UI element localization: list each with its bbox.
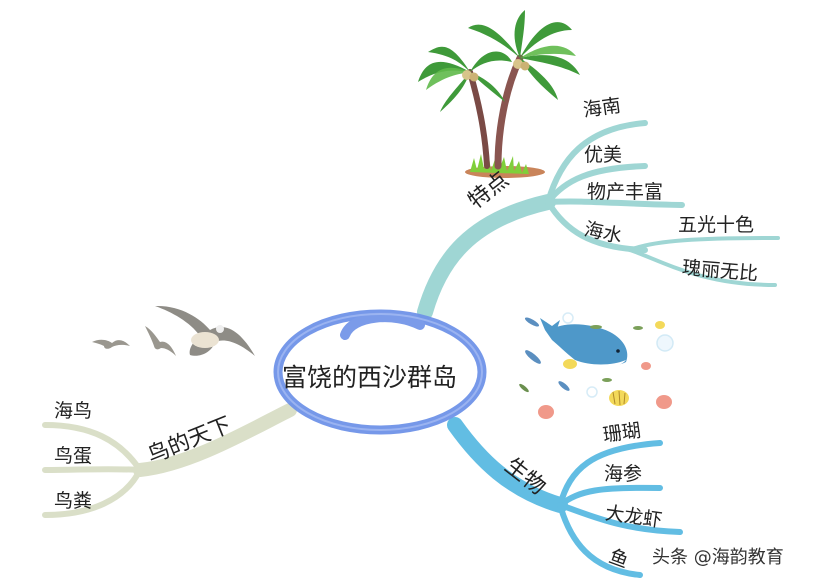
- birds-item-niaodan[interactable]: 鸟蛋: [54, 445, 93, 467]
- features-branch-lines: [417, 120, 780, 320]
- features-item-wuchan[interactable]: 物产丰富: [587, 181, 664, 203]
- source-watermark: 头条 @海韵教育: [652, 547, 784, 568]
- birds-item-niaofen[interactable]: 鸟粪: [54, 490, 93, 512]
- palm-trees-illustration: [418, 10, 580, 178]
- center-node-ring: [273, 309, 487, 435]
- creatures-item-shanhu[interactable]: 珊瑚: [601, 419, 643, 447]
- features-item-youmei[interactable]: 优美: [584, 144, 623, 166]
- creatures-branch-lines: [447, 417, 683, 578]
- whale-and-fish-illustration: [519, 312, 674, 419]
- center-node-title[interactable]: 富饶的西沙群岛: [282, 363, 458, 392]
- birds-branch-lines: [42, 403, 297, 518]
- features-item-hainan[interactable]: 海南: [581, 94, 623, 122]
- creatures-item-haishen[interactable]: 海参: [604, 463, 643, 485]
- features-subitem-wuguang[interactable]: 五光十色: [678, 214, 755, 236]
- birds-item-hainiao[interactable]: 海鸟: [54, 400, 93, 422]
- seagulls-illustration: [92, 305, 255, 356]
